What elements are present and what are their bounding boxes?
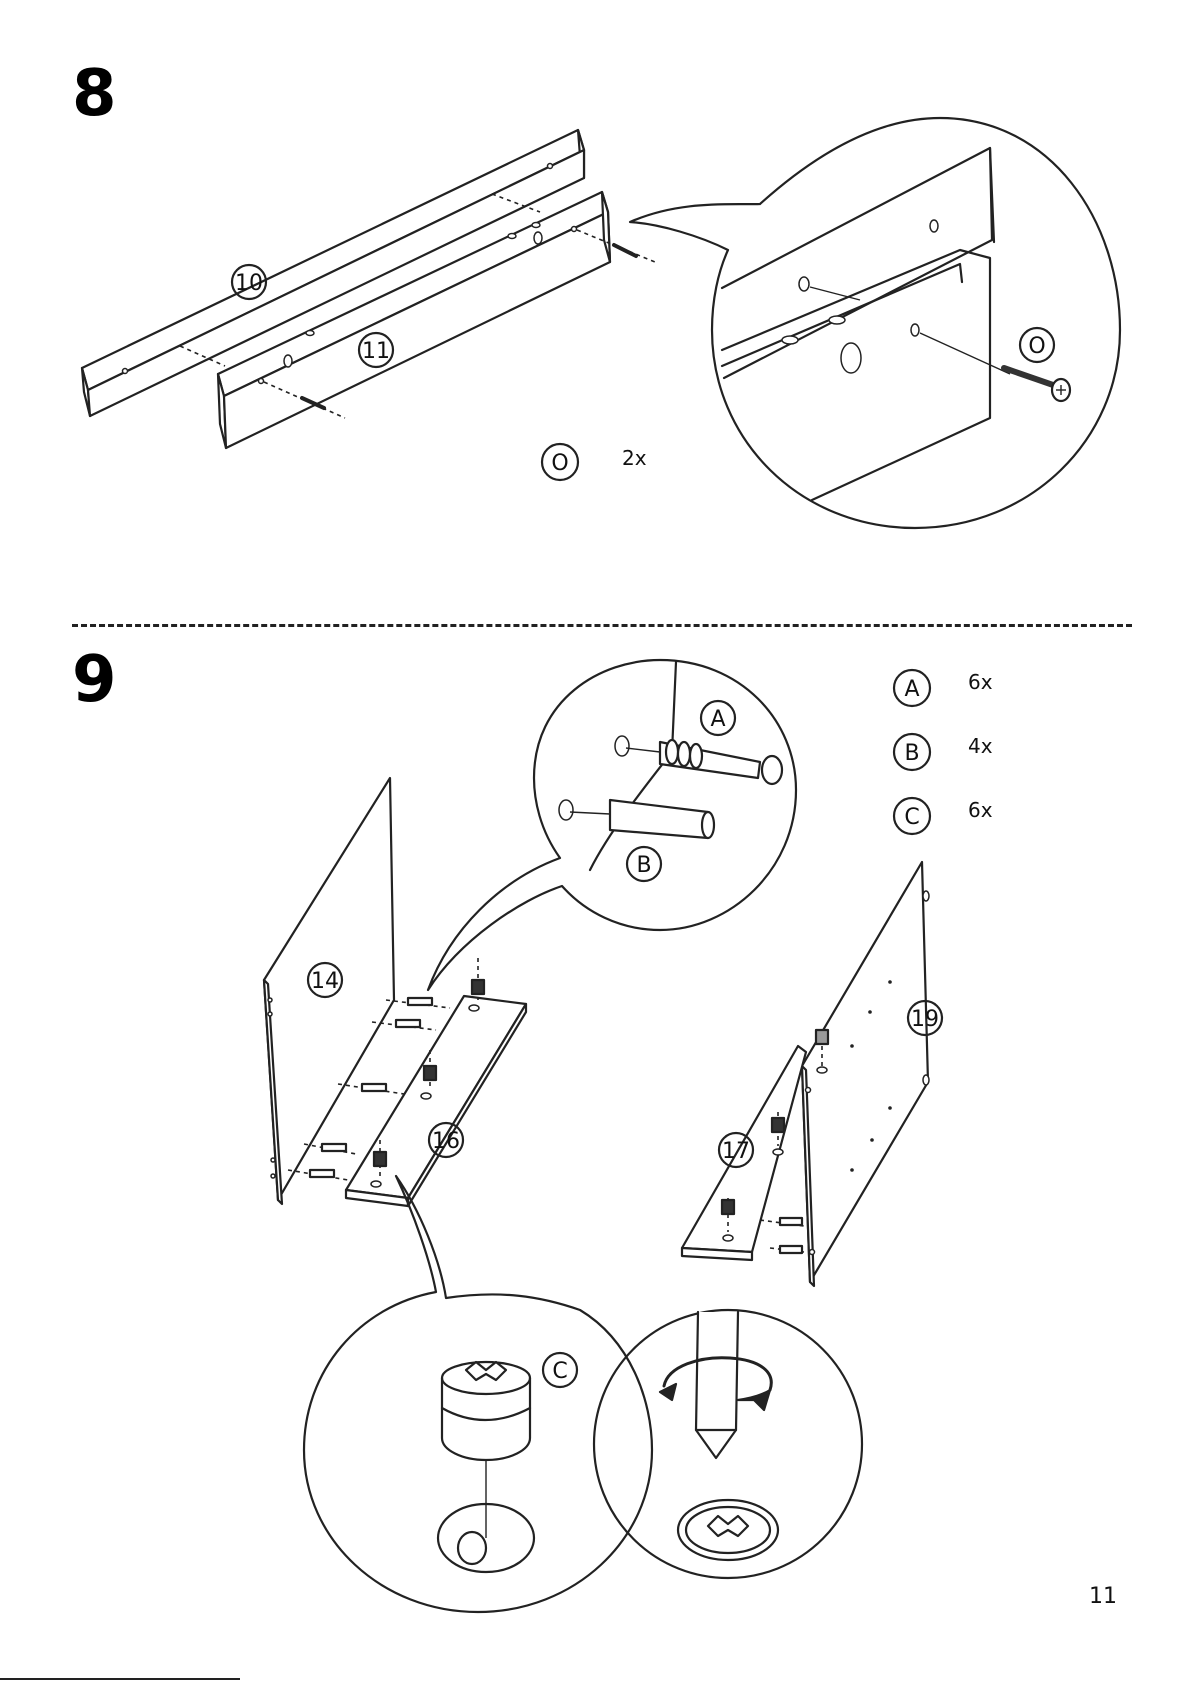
detail-b-label: B bbox=[636, 853, 651, 878]
panel-19: 19 bbox=[802, 862, 942, 1286]
hardware-a-label: A bbox=[904, 677, 919, 702]
step-9-detail-callout-ab: A B bbox=[428, 660, 796, 990]
hardware-c-label: C bbox=[904, 805, 919, 830]
part-11-label: 11 bbox=[362, 339, 390, 364]
hardware-o-label: O bbox=[551, 451, 568, 476]
part-16-label: 16 bbox=[432, 1129, 460, 1154]
detail-a-label: A bbox=[710, 707, 725, 732]
detail-c-label: C bbox=[552, 1359, 567, 1384]
panel-14: 14 bbox=[264, 778, 394, 1204]
step-8-detail-callout: O bbox=[630, 118, 1120, 528]
step-8-illustration: 10 11 O O bbox=[82, 118, 1120, 528]
step-9-illustration: A B C A B bbox=[264, 660, 942, 1612]
hardware-b-label: B bbox=[904, 741, 919, 766]
detail-o-label: O bbox=[1028, 334, 1045, 359]
shelf-17: 17 bbox=[682, 1046, 806, 1260]
part-19-label: 19 bbox=[911, 1007, 939, 1032]
part-14-label: 14 bbox=[311, 969, 339, 994]
part-17-label: 17 bbox=[722, 1139, 750, 1164]
step-9-detail-callout-screwdriver bbox=[594, 1310, 862, 1578]
step-9-detail-callout-c: C bbox=[304, 1176, 652, 1612]
part-10-label: 10 bbox=[235, 271, 263, 296]
